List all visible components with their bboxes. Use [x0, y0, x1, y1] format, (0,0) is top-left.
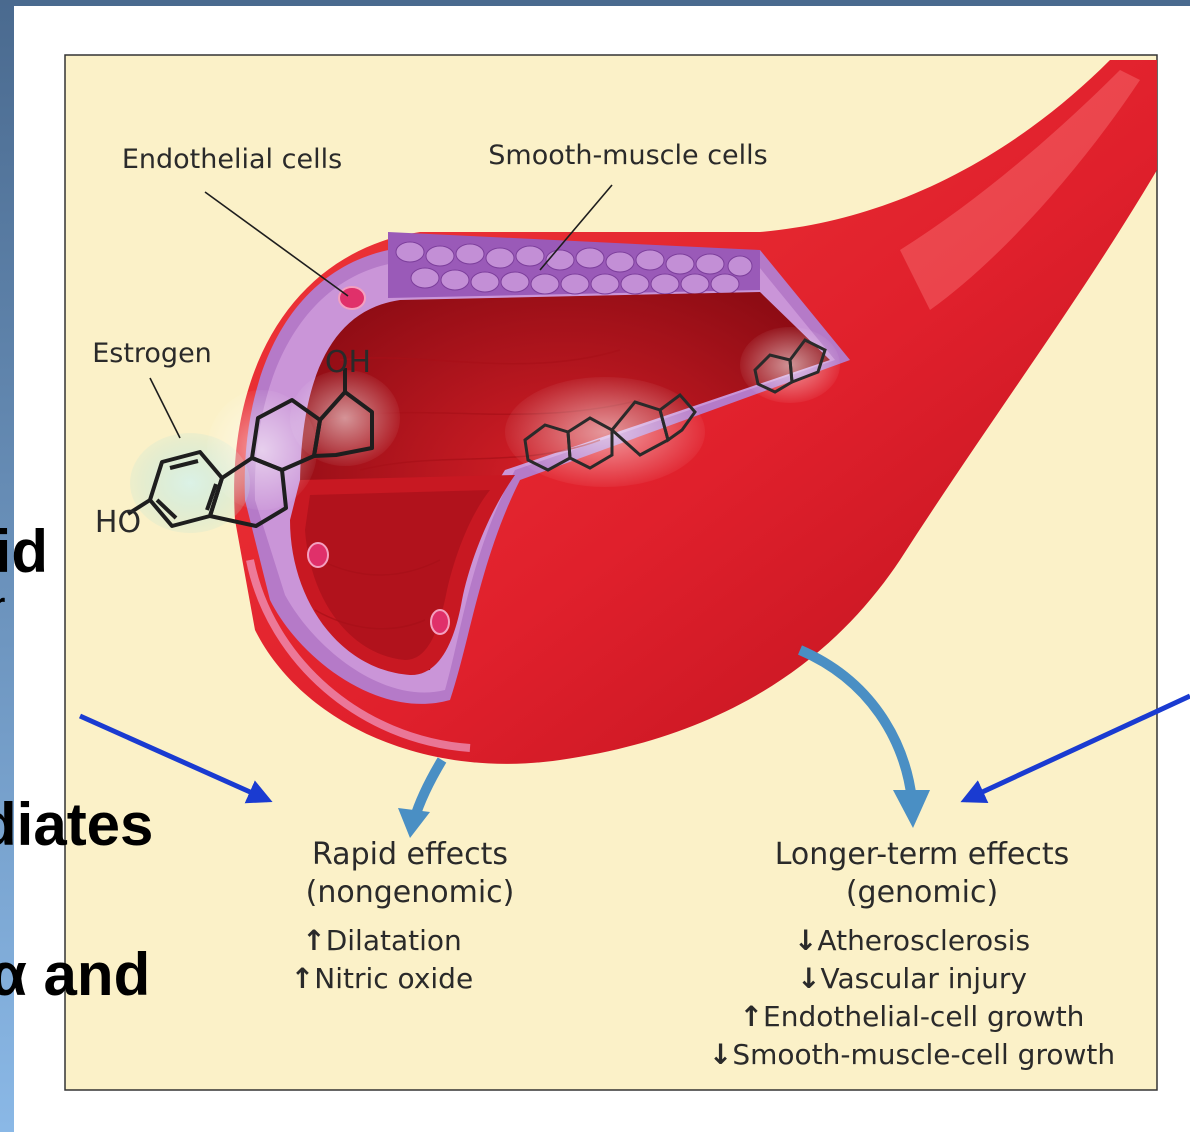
rapid-item-text: Dilatation [326, 924, 462, 957]
rapid-item-text: Nitric oxide [314, 962, 473, 995]
label-oh: OH [325, 345, 371, 380]
slide-text-line-3: α and [0, 945, 150, 1005]
down-arrow-icon: ↓ [709, 1038, 732, 1071]
slide-text-line-2: diates [0, 795, 153, 855]
molecule-in-lumen-2 [740, 327, 840, 403]
up-arrow-icon: ↑ [740, 1000, 763, 1033]
rapid-effects-title: Rapid effects [312, 837, 508, 872]
label-smooth-muscle-cells: Smooth-muscle cells [488, 140, 767, 171]
longer-item-text: Vascular injury [821, 962, 1027, 995]
longer-effects-subtitle: (genomic) [846, 875, 998, 910]
molecule-in-lumen-1 [505, 377, 705, 487]
slide-top-bar [0, 0, 1190, 6]
down-arrow-icon: ↓ [797, 962, 820, 995]
longer-effects-title: Longer-term effects [775, 837, 1070, 872]
longer-item: ↑Endothelial-cell growth [740, 1000, 1085, 1033]
longer-item-text: Smooth-muscle-cell growth [732, 1038, 1115, 1071]
longer-item: ↓Vascular injury [797, 962, 1027, 995]
rapid-effects-subtitle: (nongenomic) [306, 875, 515, 910]
rapid-item: ↑Nitric oxide [291, 962, 473, 995]
rapid-item: ↑Dilatation [302, 924, 462, 957]
label-ho: HO [95, 505, 141, 540]
longer-item: ↓Atherosclerosis [794, 924, 1030, 957]
slide-text-fragment: r [0, 588, 5, 622]
label-endothelial-cells: Endothelial cells [122, 144, 342, 175]
label-estrogen: Estrogen [92, 338, 212, 369]
slide-text-line-1: oid [0, 522, 48, 582]
up-arrow-icon: ↑ [291, 962, 314, 995]
longer-item: ↓Smooth-muscle-cell growth [709, 1038, 1115, 1071]
up-arrow-icon: ↑ [302, 924, 325, 957]
down-arrow-icon: ↓ [794, 924, 817, 957]
longer-item-text: Atherosclerosis [817, 924, 1030, 957]
longer-item-text: Endothelial-cell growth [763, 1000, 1084, 1033]
